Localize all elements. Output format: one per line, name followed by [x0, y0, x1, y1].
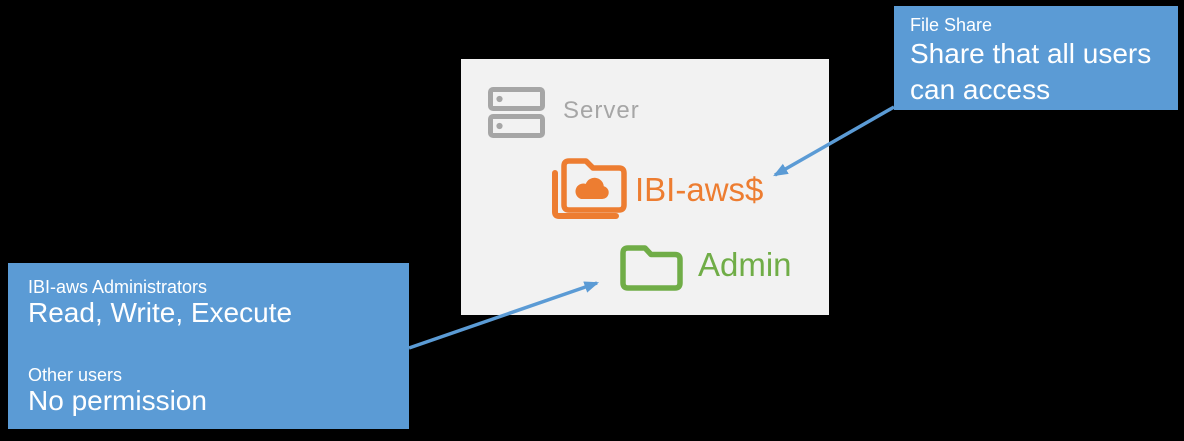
callout-file-share-body-line1: Share that all users [910, 38, 1152, 69]
folder-icon [620, 245, 683, 291]
admin-label: Admin [698, 246, 792, 283]
server-panel: Server IBI-aws$ Admin [461, 59, 829, 315]
admins-group-permissions: Read, Write, Execute [28, 297, 293, 328]
shared-cloud-folder-icon [552, 158, 627, 219]
callout-file-share: File Share Share that all users can acce… [894, 6, 1178, 110]
callout-permissions: IBI-aws Administrators Read, Write, Exec… [8, 263, 409, 429]
callout-file-share-body-line2: can access [910, 74, 1051, 105]
admins-group-title: IBI-aws Administrators [28, 277, 208, 297]
share-label: IBI-aws$ [635, 171, 764, 208]
callout-file-share-title: File Share [910, 15, 993, 35]
others-group-permissions: No permission [28, 385, 207, 416]
server-label: Server [563, 97, 640, 124]
server-icon [488, 87, 545, 138]
others-group-title: Other users [28, 365, 123, 385]
